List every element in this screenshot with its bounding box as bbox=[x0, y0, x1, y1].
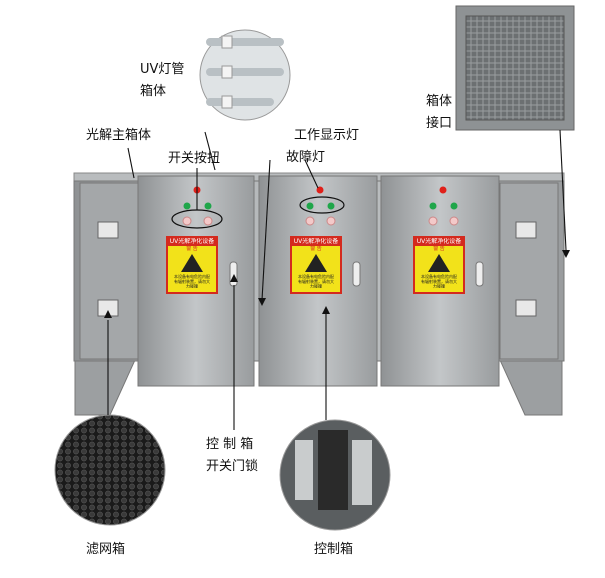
label-uv-tube: UV灯管 bbox=[140, 62, 185, 77]
label-interface-2: 接口 bbox=[426, 116, 453, 131]
hazard-icon bbox=[428, 254, 450, 272]
interface-inset bbox=[455, 5, 575, 131]
label-fault-light: 故障灯 bbox=[286, 150, 326, 165]
control-box-inset bbox=[279, 419, 391, 531]
filter-box-panel bbox=[79, 182, 139, 360]
label-uv-tube-2: 箱体 bbox=[140, 84, 167, 99]
hazard-icon bbox=[305, 254, 327, 272]
warning-label: UV光解净化设备警 告本设备有电危险内配有辐射装置，请勿大力碰撞 bbox=[166, 236, 218, 294]
label-door-lock-2: 开关门锁 bbox=[206, 459, 259, 474]
label-control-box: 控制箱 bbox=[314, 542, 354, 557]
uv-tube-inset bbox=[199, 29, 291, 121]
filter-mesh-inset bbox=[54, 414, 166, 526]
label-filter-box: 滤网箱 bbox=[86, 542, 126, 557]
warning-label: UV光解净化设备警 告本设备有电危险内配有辐射装置，请勿大力碰撞 bbox=[413, 236, 465, 294]
indicator-lights bbox=[182, 186, 459, 226]
warning-label: UV光解净化设备警 告本设备有电危险内配有辐射装置，请勿大力碰撞 bbox=[290, 236, 342, 294]
hazard-icon bbox=[181, 254, 203, 272]
label-interface: 箱体 bbox=[426, 94, 453, 109]
arrow-heads bbox=[104, 250, 570, 318]
label-switch-button: 开关按扭 bbox=[168, 151, 221, 166]
legs bbox=[74, 359, 563, 416]
label-main-box: 光解主箱体 bbox=[86, 128, 152, 143]
label-work-light: 工作显示灯 bbox=[294, 128, 360, 143]
leader-lines bbox=[107, 129, 567, 430]
label-door-lock: 控 制 箱 bbox=[206, 437, 254, 452]
